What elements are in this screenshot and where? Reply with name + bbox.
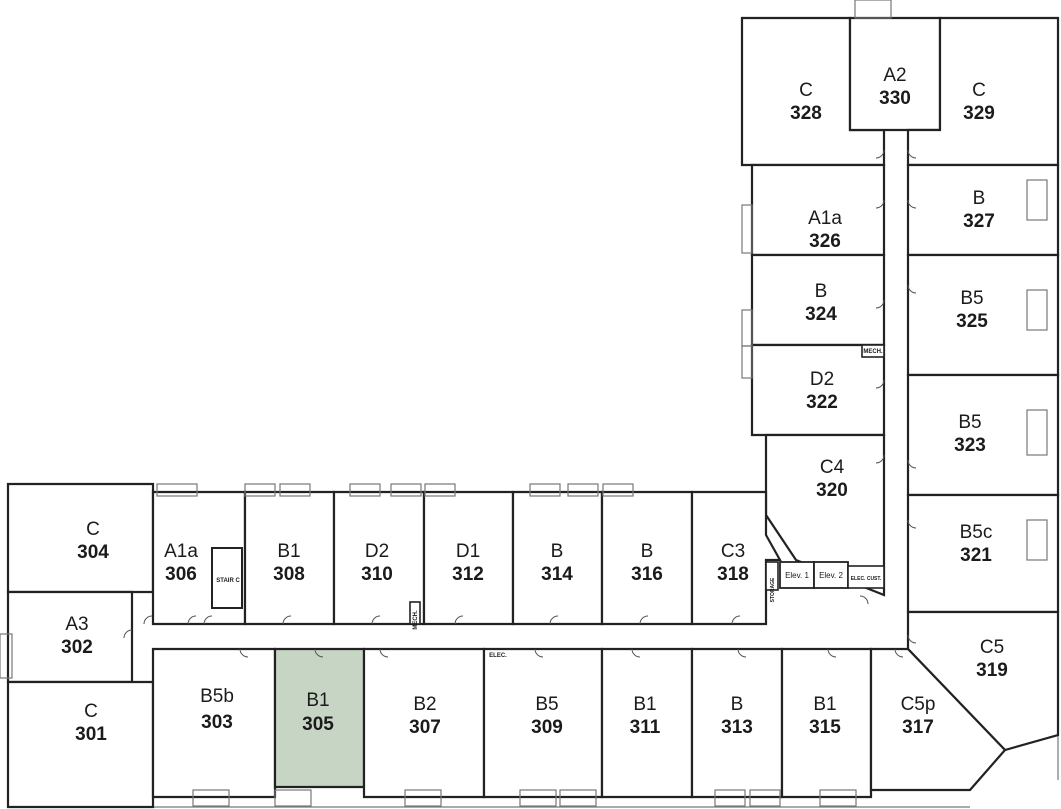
unit-327-number: 327 (963, 211, 995, 232)
mech-1-label: MECH. (413, 610, 419, 630)
stair-c-label: STAIR C (216, 578, 240, 584)
unit-317[interactable] (869, 647, 1007, 792)
unit-330-number: 330 (879, 88, 911, 109)
unit-305-type: B1 (306, 690, 329, 711)
unit-310-number: 310 (361, 564, 393, 585)
unit-316-number: 316 (631, 564, 663, 585)
unit-327[interactable] (906, 163, 1060, 257)
unit-318-number: 318 (717, 564, 749, 585)
unit-306-number: 306 (165, 564, 197, 585)
unit-320-type: C4 (820, 457, 845, 478)
unit-318-type: C3 (721, 541, 745, 562)
unit-305-number: 305 (302, 714, 334, 735)
unit-328-type: C (799, 80, 813, 101)
unit-311-number: 311 (630, 717, 661, 738)
unit-303-number: 303 (201, 712, 233, 733)
unit-329-number: 329 (963, 103, 995, 124)
unit-325-number: 325 (956, 311, 988, 332)
unit-328-number: 328 (790, 103, 822, 124)
unit-307-number: 307 (409, 717, 441, 738)
unit-319-type: C5 (980, 637, 1004, 658)
unit-308-number: 308 (273, 564, 305, 585)
unit-319-number: 319 (976, 660, 1008, 681)
unit-316-type: B (641, 541, 654, 562)
unit-326-type: A1a (808, 208, 842, 229)
stair-c (211, 547, 243, 609)
unit-321-number: 321 (960, 545, 992, 566)
unit-322-type: D2 (810, 369, 834, 390)
unit-315-type: B1 (813, 694, 836, 715)
elec-cust-label: ELEC. CUST. (851, 576, 882, 582)
storage-label: STORAGE (770, 577, 776, 602)
unit-313-type: B (731, 694, 744, 715)
mech-2-label: MECH. (863, 349, 883, 355)
east-corridor (884, 130, 908, 650)
unit-309-type: B5 (535, 694, 558, 715)
unit-329-type: C (972, 80, 986, 101)
unit-312-number: 312 (452, 564, 484, 585)
unit-309-number: 309 (531, 717, 563, 738)
unit-317-number: 317 (902, 717, 934, 738)
unit-303-type: B5b (200, 686, 234, 707)
unit-311-type: B1 (633, 694, 656, 715)
unit-307-type: B2 (413, 694, 436, 715)
elec-cust-room (847, 565, 885, 589)
unit-320-number: 320 (816, 480, 848, 501)
unit-315[interactable] (780, 647, 873, 799)
unit-304[interactable] (6, 482, 155, 594)
unit-318[interactable] (690, 490, 782, 626)
unit-308-type: B1 (277, 541, 300, 562)
unit-323-type: B5 (958, 412, 981, 433)
unit-labels: C 328 A2 330 C 329 A1a 326 B 327 B 324 B… (61, 65, 1008, 745)
elevator-2-label: Elev. 2 (819, 571, 843, 580)
unit-315-number: 315 (809, 717, 841, 738)
unit-304-type: C (86, 519, 100, 540)
doors (123, 149, 917, 658)
storage-room (765, 561, 779, 591)
elevator-1 (779, 561, 815, 589)
unit-327-type: B (973, 188, 986, 209)
unit-313-number: 313 (721, 717, 753, 738)
unit-324-number: 324 (805, 304, 837, 325)
unit-317-type: C5p (901, 694, 936, 715)
elec-label: ELEC. (489, 653, 507, 659)
unit-301-number: 301 (75, 724, 107, 745)
main-corridor (132, 624, 908, 649)
unit-314-number: 314 (541, 564, 573, 585)
unit-330-type: A2 (883, 65, 906, 86)
unit-302-number: 302 (61, 637, 93, 658)
unit-326-number: 326 (809, 231, 841, 252)
unit-325-type: B5 (960, 288, 983, 309)
unit-310-type: D2 (365, 541, 389, 562)
unit-302-type: A3 (65, 614, 88, 635)
unit-304-number: 304 (77, 542, 109, 563)
unit-322[interactable] (750, 343, 886, 437)
elevator-2 (813, 561, 849, 589)
elevator-1-label: Elev. 1 (785, 571, 809, 580)
unit-301-type: C (84, 701, 98, 722)
unit-319[interactable] (906, 610, 1060, 752)
mech-room-2 (861, 344, 885, 358)
unit-301[interactable] (6, 680, 155, 809)
unit-323-number: 323 (954, 435, 986, 456)
mech-room-1 (409, 601, 421, 625)
unit-322-number: 322 (806, 392, 838, 413)
unit-321-type: B5c (960, 522, 993, 543)
unit-324-type: B (815, 281, 828, 302)
unit-306-type: A1a (164, 541, 198, 562)
unit-314-type: B (551, 541, 564, 562)
unit-312-type: D1 (456, 541, 480, 562)
